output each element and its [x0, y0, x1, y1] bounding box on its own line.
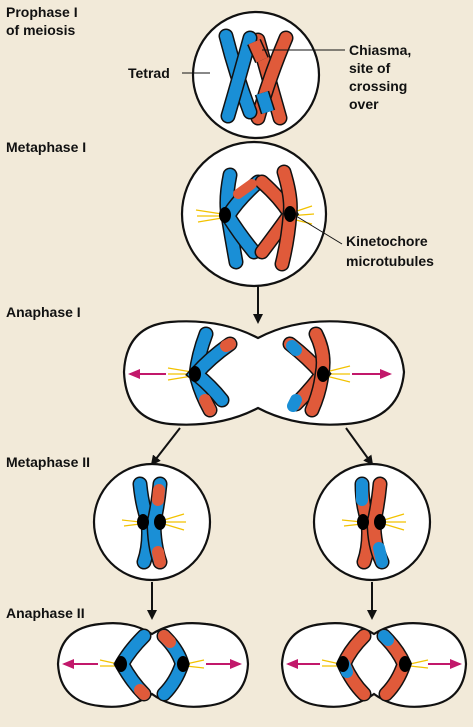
- stage-label-anaphase-i: Anaphase I: [6, 304, 81, 320]
- centromere: [177, 656, 189, 672]
- stage-label-metaphase-i: Metaphase I: [6, 139, 86, 155]
- stage-label-anaphase-ii: Anaphase II: [6, 605, 85, 621]
- progression-arrow: [150, 427, 181, 466]
- crossover-segment: [247, 38, 276, 115]
- centromere: [284, 206, 296, 222]
- cell-anaphase-ii-left: [56, 622, 250, 708]
- centromere: [219, 207, 231, 223]
- stage-label-prophase-i: Prophase I of meiosis: [6, 4, 81, 38]
- centromere: [137, 514, 149, 530]
- kinetochore-leader-line: [295, 215, 343, 245]
- tetrad-label: Tetrad: [128, 65, 170, 81]
- centromere: [337, 656, 349, 672]
- kinetochore-microtubules: [121, 513, 186, 531]
- progression-arrow: [345, 427, 374, 466]
- cell-prophase-i: [191, 10, 321, 140]
- cell-anaphase-ii-right: [280, 622, 468, 708]
- cell-metaphase-ii-left: [92, 462, 212, 582]
- centromere: [115, 656, 127, 672]
- chiasma-label: Chiasma, site of crossing over: [349, 42, 415, 112]
- centromere: [189, 366, 201, 382]
- kinetochore-label: Kinetochore microtubules: [346, 233, 434, 269]
- centromere: [357, 514, 369, 530]
- cell-metaphase-ii-right: [312, 462, 432, 582]
- centromere: [374, 514, 386, 530]
- cell-anaphase-i: [122, 320, 406, 426]
- centromere: [317, 366, 329, 382]
- stage-label-metaphase-ii: Metaphase II: [6, 454, 90, 470]
- centromere: [154, 514, 166, 530]
- centromere: [399, 656, 411, 672]
- cell-metaphase-i: [180, 140, 328, 288]
